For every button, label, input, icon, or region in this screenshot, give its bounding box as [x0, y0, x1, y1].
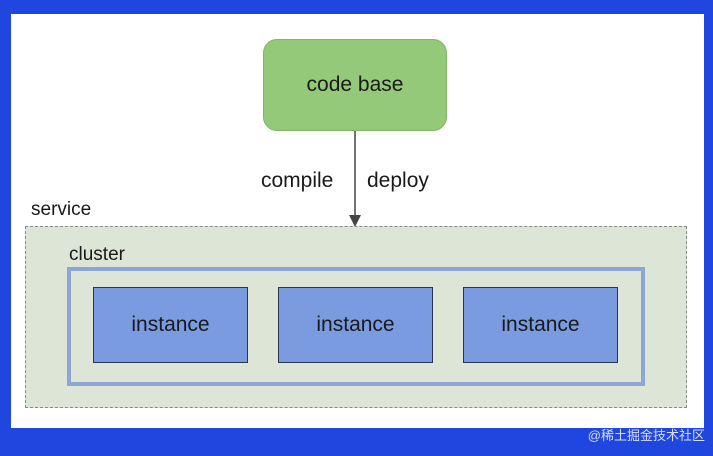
watermark: @稀土掘金技术社区 — [587, 428, 705, 443]
cluster-container — [67, 267, 645, 386]
code-base-label: code base — [306, 73, 404, 96]
deploy-label: deploy — [367, 169, 429, 192]
instance-node: instance — [463, 287, 618, 363]
instance-label: instance — [501, 313, 580, 336]
code-base-node: code base — [263, 39, 447, 131]
instance-label: instance — [131, 313, 210, 336]
diagram-canvas: code base compile deploy service cluster… — [11, 14, 704, 428]
instance-label: instance — [316, 313, 395, 336]
deploy-arrow — [349, 131, 361, 227]
instance-node: instance — [278, 287, 433, 363]
compile-label: compile — [261, 169, 334, 192]
service-label: service — [31, 199, 92, 220]
cluster-label: cluster — [69, 244, 125, 265]
instance-node: instance — [93, 287, 248, 363]
